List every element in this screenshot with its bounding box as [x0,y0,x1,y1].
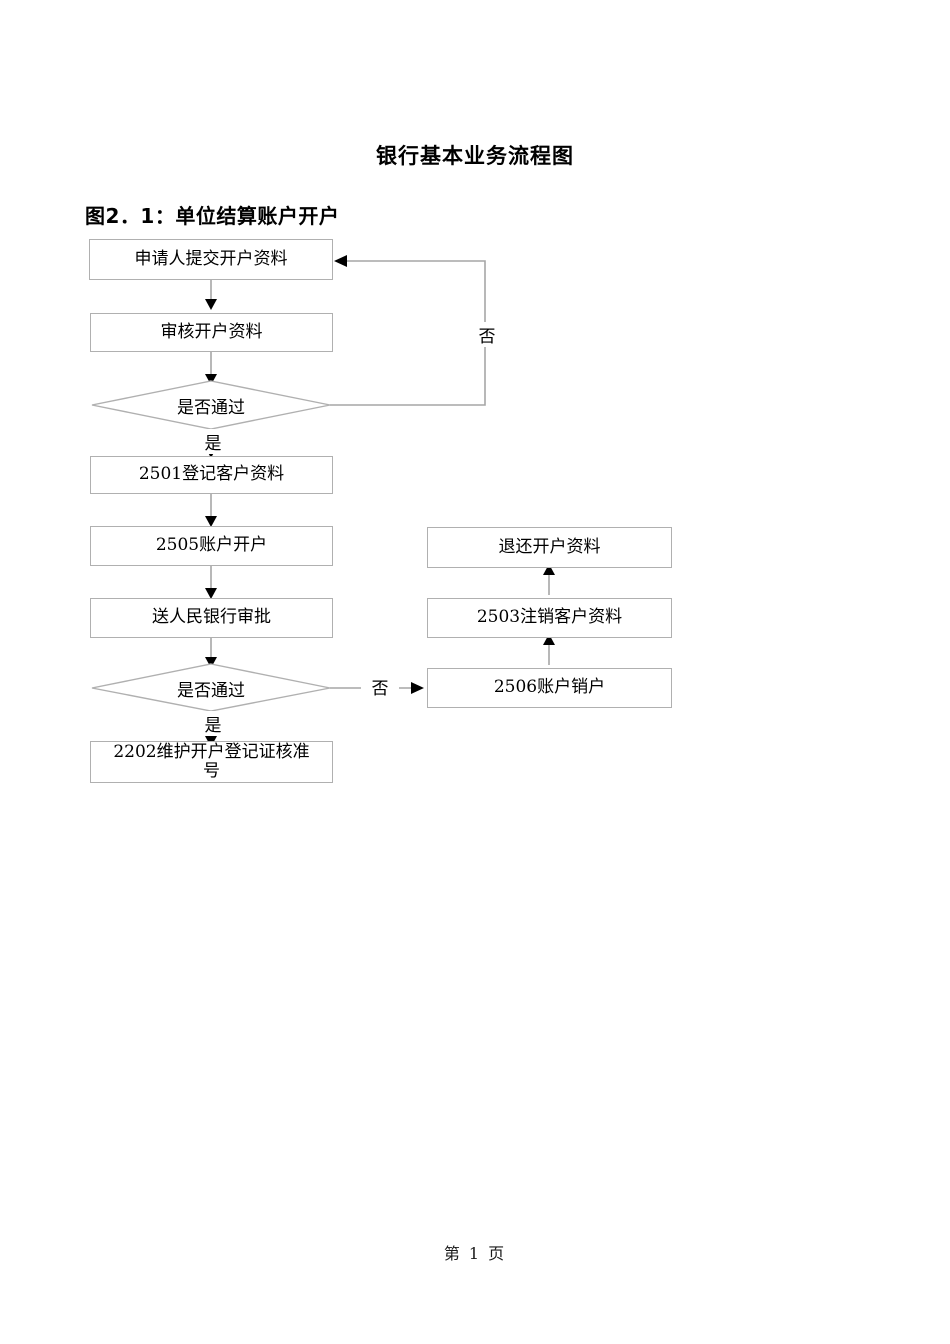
arrowhead-n8-in [543,634,555,645]
node-n8[interactable]: 2503注销客户资料 [427,598,672,638]
node-n2[interactable]: 审核开户资料 [90,313,333,352]
arrowhead-d1-in [205,374,217,385]
node-n3[interactable]: 2501登记客户资料 [90,456,333,494]
node-n1[interactable]: 申请人提交开户资料 [89,239,333,280]
page-title: 银行基本业务流程图 [376,144,574,169]
node-n4[interactable]: 2505账户开户 [90,526,333,566]
node-n9[interactable]: 退还开户资料 [427,527,672,568]
arrowhead-n1-in [334,255,347,267]
node-n6[interactable]: 2202维护开户登记证核准号 [90,741,333,783]
decision-shapes [91,380,331,712]
flowchart: 申请人提交开户资料 审核开户资料 是否通过 2501登记客户资料 2505账户开… [89,239,672,783]
page-footer: 第 1 页 [443,1244,507,1263]
node-d2[interactable]: 是否通过 [177,680,245,701]
arrowhead-n2-in [205,299,217,310]
node-n5[interactable]: 送人民银行审批 [90,598,333,638]
arrowhead-n5-in [205,588,217,599]
edge-label-top-no: 否 [468,322,506,347]
node-d1[interactable]: 是否通过 [177,397,245,418]
edge-label-top-yes: 是 [194,429,232,454]
arrowhead-n9-in [543,564,555,575]
node-n7[interactable]: 2506账户销户 [427,668,672,708]
edge-label-bottom-yes: 是 [194,711,232,736]
arrowhead-n7-in [411,682,424,694]
arrowhead-d2-in [205,657,217,668]
section-subtitle: 图2．1：单位结算账户开户 [85,203,340,228]
edge-d1-n1-feedback [330,260,486,406]
edge-label-bottom-no: 否 [361,674,399,699]
arrowhead-n4-in [205,516,217,527]
